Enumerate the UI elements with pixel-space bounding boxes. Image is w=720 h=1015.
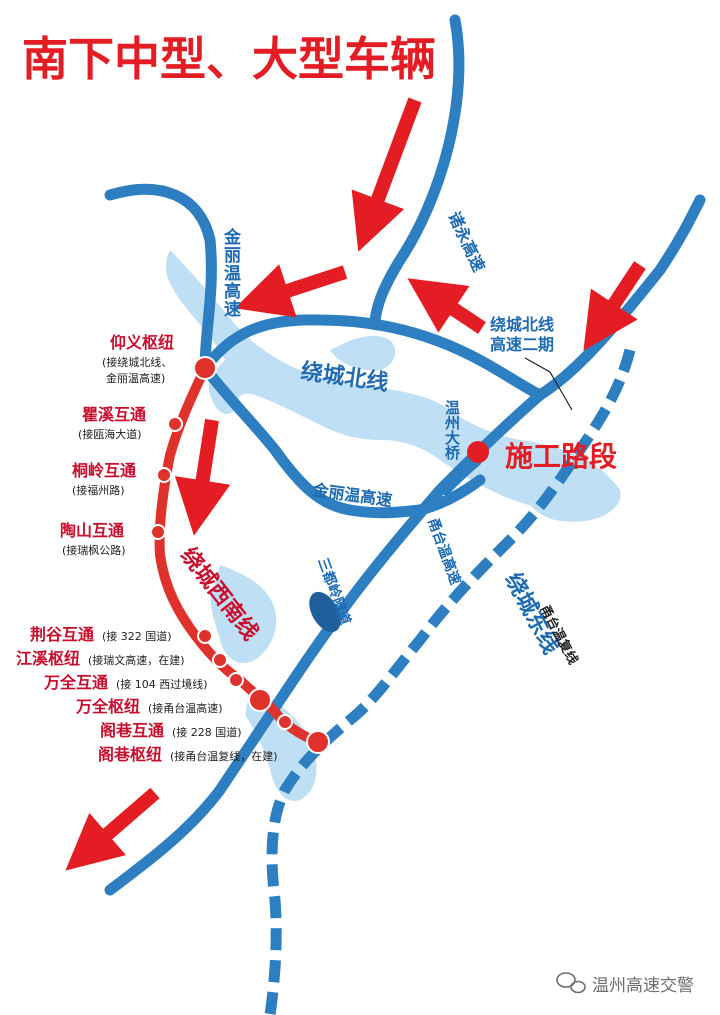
- junction-markers: [150, 356, 330, 754]
- branch-water: [330, 335, 396, 371]
- junction-tongling: [156, 467, 172, 483]
- road-label-phase2-line1: 绕城北线: [490, 315, 554, 334]
- interchange-note: (接 104 西过境线): [116, 677, 208, 691]
- raocheng-north-phase2-road: [534, 194, 706, 401]
- interchange-note: (接瑞文高速，在建): [88, 653, 185, 667]
- ou-river: [165, 250, 621, 517]
- junction-quxi: [167, 416, 183, 432]
- interchange-jinggu: 荆谷互通 (接 322 国道): [30, 625, 172, 644]
- red-arrow-icon: [583, 261, 646, 351]
- interchange-note: (接福州路): [72, 483, 125, 497]
- interchange-note: (接瓯海大道): [78, 427, 142, 441]
- red-arrow-icon: [234, 264, 348, 318]
- interchange-name: 阁巷互通: [100, 721, 164, 740]
- zhuyong-road: [369, 14, 465, 326]
- interchange-note: (接甬台温复线，在建): [170, 749, 278, 763]
- interchange-yangyi: 仰义枢纽 (接绕城北线、 金丽温高速): [102, 333, 174, 385]
- road-label-phase2-line2: 高速二期: [490, 335, 554, 354]
- road-label-jinliwen-north: 金丽温高速: [220, 227, 242, 318]
- road-label-zhuyong: 诸永高速: [444, 209, 488, 275]
- watermark: 温州高速交警: [556, 972, 694, 996]
- interchange-gexiang-hutong: 阁巷互通 (接 228 国道): [100, 721, 242, 740]
- interchange-name: 阁巷枢纽: [98, 745, 162, 764]
- junction-taoshan: [150, 524, 166, 540]
- junction-gexiang-hutong: [277, 714, 293, 730]
- interchange-taoshan: 陶山互通 (接瑞枫公路): [60, 521, 126, 557]
- interchange-name: 瞿溪互通: [81, 405, 146, 424]
- junction-gexiang: [306, 730, 330, 754]
- interchange-note: (接 228 国道): [172, 725, 242, 739]
- direction-arrows: [65, 97, 646, 871]
- south-lake: [210, 565, 277, 664]
- red-arrow-icon: [174, 418, 231, 536]
- interchange-name: 江溪枢纽: [16, 649, 80, 668]
- junction-wanquan-hutong: [228, 672, 244, 688]
- wenzhou-bridge-road: [438, 453, 482, 495]
- interchange-name: 万全互通: [43, 673, 108, 692]
- wechat-logo-icon: [556, 972, 586, 994]
- interchange-name: 仰义枢纽: [110, 333, 174, 352]
- construction-label: 施工路段: [505, 440, 617, 473]
- interchange-name: 陶山互通: [60, 521, 124, 540]
- watermark-text: 温州高速交警: [592, 976, 694, 996]
- sandu-tunnel-marker: [309, 591, 341, 633]
- raocheng-southwest-road: [154, 363, 323, 747]
- red-arrow-icon: [65, 787, 160, 871]
- interchange-tongling: 桐岭互通 (接福州路): [72, 461, 136, 497]
- interchange-wanquan-hutong: 万全互通 (接 104 西过境线): [43, 673, 208, 692]
- junction-jiangxi: [212, 652, 228, 668]
- junction-yangyi: [193, 356, 217, 380]
- interchange-quxi: 瞿溪互通 (接瓯海大道): [78, 405, 146, 441]
- red-arrow-icon: [351, 97, 422, 252]
- junction-jinggu: [197, 628, 213, 644]
- raocheng-north-road: [199, 314, 546, 401]
- interchange-name: 桐岭互通: [72, 461, 136, 480]
- interchange-note: (接绕城北线、: [102, 355, 172, 369]
- red-arrow-icon: [407, 278, 486, 334]
- interchange-note: 金丽温高速): [106, 371, 165, 385]
- page-title: 南下中型、大型车辆: [22, 32, 436, 86]
- junction-wanquan: [248, 688, 272, 712]
- interchange-note: (接瑞枫公路): [62, 543, 126, 557]
- road-label-yongtaiwen: 甬台温高速: [424, 516, 464, 588]
- interchange-gexiang: 阁巷枢纽 (接甬台温复线，在建): [98, 745, 278, 764]
- jinliwen-north-road: [104, 183, 217, 374]
- interchange-name: 荆谷互通: [30, 625, 94, 644]
- interchange-jiangxi: 江溪枢纽 (接瑞文高速，在建): [16, 649, 185, 668]
- phase2-leader-line: [524, 357, 573, 411]
- interchange-name: 万全枢纽: [75, 697, 140, 716]
- construction-point: [467, 441, 489, 463]
- interchange-wanquan: 万全枢纽 (接甬台温高速): [75, 697, 223, 716]
- road-label-wenzhou-bridge: 温州大桥: [443, 400, 461, 461]
- interchange-note: (接 322 国道): [102, 629, 172, 643]
- interchange-note: (接甬台温高速): [148, 701, 223, 715]
